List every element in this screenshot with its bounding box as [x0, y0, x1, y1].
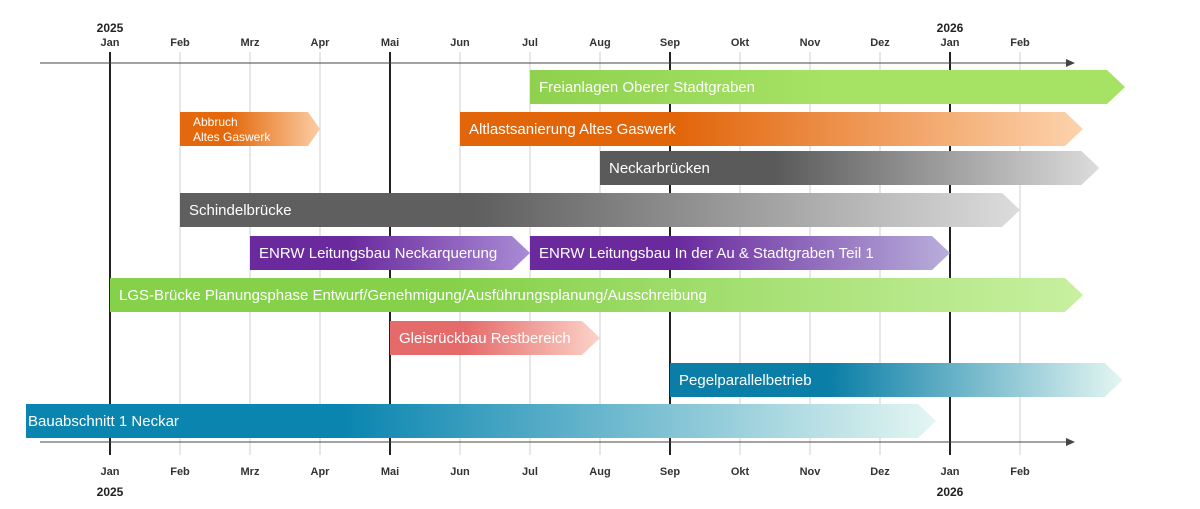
- month-tick-label-bottom: Mrz: [241, 466, 260, 478]
- task-bar: [110, 278, 1083, 312]
- month-tick-label-bottom: Jun: [450, 466, 470, 478]
- task-label: LGS-Brücke Planungsphase Entwurf/Genehmi…: [119, 287, 707, 304]
- month-tick-label-top: Jan: [941, 37, 960, 49]
- task-label: Pegelparallelbetrieb: [679, 372, 812, 389]
- month-tick-label-top: Okt: [731, 37, 750, 49]
- month-tick-label-bottom: Mai: [381, 466, 399, 478]
- task-bar: [600, 151, 1100, 185]
- year-label-bottom: 2025: [97, 485, 124, 499]
- bottom-axis-arrow: [1066, 438, 1075, 446]
- month-tick-label-top: Feb: [170, 37, 190, 49]
- task-bar: [250, 236, 530, 270]
- task-bar: [180, 112, 320, 146]
- task-bar: [180, 193, 1020, 227]
- month-tick-label-top: Jun: [450, 37, 470, 49]
- month-tick-label-top: Feb: [1010, 37, 1030, 49]
- month-tick-label-bottom: Aug: [589, 466, 610, 478]
- month-tick-label-bottom: Apr: [311, 466, 331, 478]
- task-bar: [390, 321, 600, 355]
- task-bar: [530, 236, 950, 270]
- month-tick-label-top: Dez: [870, 37, 890, 49]
- task-label: ENRW Leitungsbau Neckarquerung: [259, 245, 497, 262]
- month-tick-label-bottom: Dez: [870, 466, 890, 478]
- task-label: Gleisrückbau Restbereich: [399, 330, 571, 347]
- task-label: Neckarbrücken: [609, 160, 710, 177]
- month-tick-label-top: Mai: [381, 37, 399, 49]
- task-label: Schindelbrücke: [189, 202, 292, 219]
- month-tick-label-top: Apr: [311, 37, 331, 49]
- month-tick-label-bottom: Sep: [660, 466, 680, 478]
- task-bar: [26, 404, 936, 438]
- month-tick-label-bottom: Jan: [941, 466, 960, 478]
- month-tick-label-top: Jul: [522, 37, 538, 49]
- task-bar: [530, 70, 1125, 104]
- month-tick-label-bottom: Nov: [800, 466, 822, 478]
- task-bar: [670, 363, 1123, 397]
- month-tick-label-top: Aug: [589, 37, 610, 49]
- top-axis-arrow: [1066, 59, 1075, 67]
- task-label: ENRW Leitungsbau In der Au & Stadtgraben…: [539, 245, 874, 262]
- month-tick-label-top: Jan: [101, 37, 120, 49]
- year-label-top: 2026: [937, 21, 964, 35]
- month-tick-label-top: Mrz: [241, 37, 260, 49]
- task-bar: [460, 112, 1083, 146]
- month-tick-label-top: Nov: [800, 37, 822, 49]
- month-tick-label-top: Sep: [660, 37, 680, 49]
- month-tick-label-bottom: Feb: [1010, 466, 1030, 478]
- task-label: Altlastsanierung Altes Gaswerk: [469, 121, 676, 138]
- task-label: Freianlagen Oberer Stadtgraben: [539, 79, 755, 96]
- month-tick-label-bottom: Okt: [731, 466, 750, 478]
- month-tick-label-bottom: Jan: [101, 466, 120, 478]
- year-label-bottom: 2026: [937, 485, 964, 499]
- task-label: Bauabschnitt 1 Neckar: [28, 413, 179, 430]
- month-tick-label-bottom: Jul: [522, 466, 538, 478]
- year-label-top: 2025: [97, 21, 124, 35]
- month-tick-label-bottom: Feb: [170, 466, 190, 478]
